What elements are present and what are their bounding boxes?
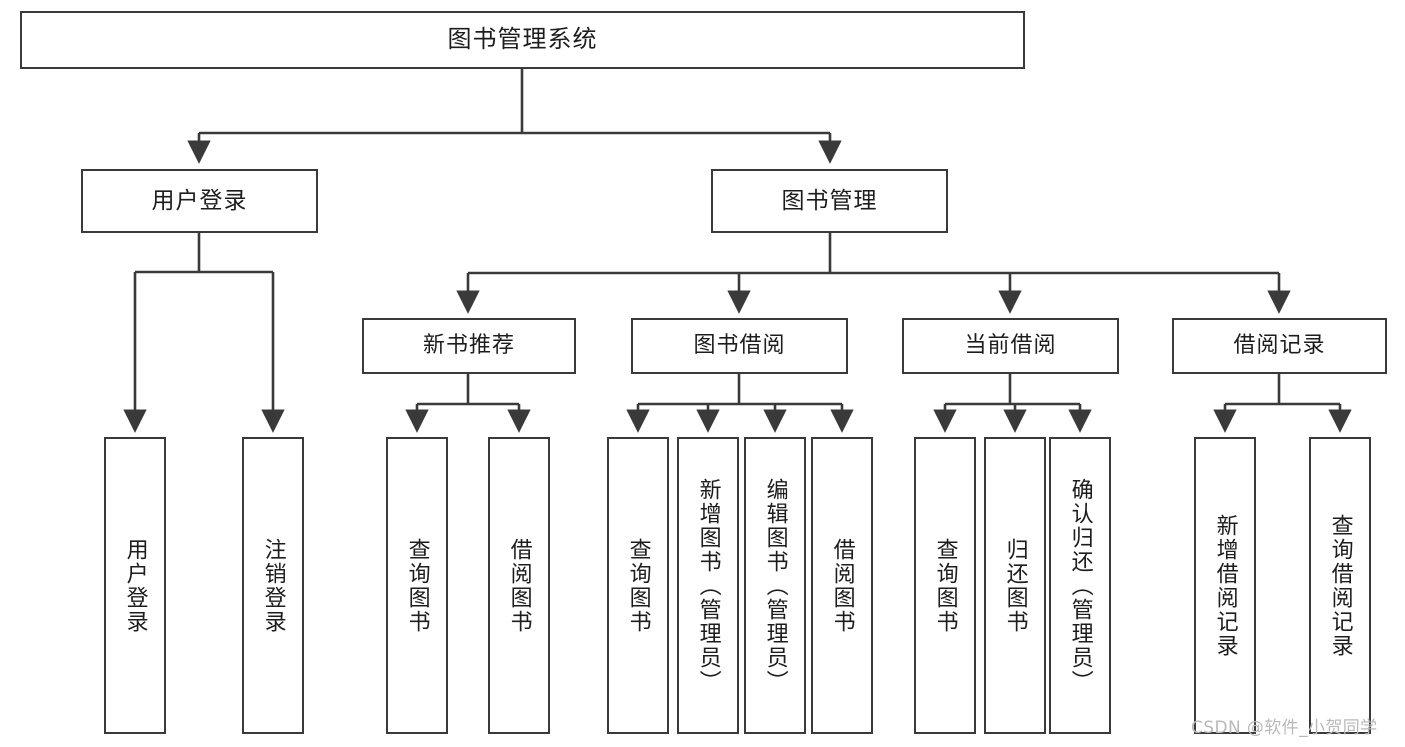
node-label: 图书管理 [781,187,878,214]
leaf-book-borrow-borrow-book[interactable]: 借阅图书 [811,437,873,734]
leaf-book-borrow-add-book-admin[interactable]: 新增图书（管理员） [677,437,739,734]
node-label: 新增借阅记录 [1212,513,1238,658]
node-label: 当前借阅 [964,333,1057,359]
leaf-book-borrow-query-book[interactable]: 查询图书 [607,437,669,734]
leaf-user-login-logout[interactable]: 注销登录 [242,437,304,734]
node-label: 用户登录 [122,537,148,634]
node-new-book-recommend[interactable]: 新书推荐 [362,318,576,374]
node-root-book-management-system[interactable]: 图书管理系统 [20,11,1025,69]
node-label: 查询图书 [404,537,430,634]
node-label: 归还图书 [1002,537,1028,634]
watermark-text: CSDN @软件_小贺同学 [1191,718,1378,738]
node-label: 用户登录 [151,187,248,214]
node-current-borrow[interactable]: 当前借阅 [902,318,1119,374]
leaf-new-book-query-book[interactable]: 查询图书 [386,437,448,734]
node-label: 新书推荐 [422,333,515,359]
node-label: 注销登录 [260,537,286,634]
leaf-current-borrow-query-book[interactable]: 查询图书 [914,437,976,734]
node-label: 借阅图书 [829,537,855,634]
leaf-current-borrow-confirm-return-admin[interactable]: 确认归还（管理员） [1049,437,1111,734]
leaf-current-borrow-return-book[interactable]: 归还图书 [984,437,1046,734]
node-label: 新增图书（管理员） [695,477,721,694]
leaf-book-borrow-edit-book-admin[interactable]: 编辑图书（管理员） [744,437,806,734]
node-user-login[interactable]: 用户登录 [81,169,318,233]
node-label: 借阅记录 [1233,333,1326,359]
node-label: 查询图书 [932,537,958,634]
leaf-new-book-borrow-book[interactable]: 借阅图书 [488,437,550,734]
node-label: 编辑图书（管理员） [762,477,788,694]
node-label: 查询图书 [625,537,651,634]
node-borrow-record[interactable]: 借阅记录 [1172,318,1387,374]
node-label: 图书管理系统 [447,25,598,54]
node-book-borrow[interactable]: 图书借阅 [631,318,848,374]
leaf-user-login-login[interactable]: 用户登录 [104,437,166,734]
leaf-borrow-record-query-record[interactable]: 查询借阅记录 [1309,437,1371,734]
leaf-borrow-record-add-record[interactable]: 新增借阅记录 [1194,437,1256,734]
node-book-management[interactable]: 图书管理 [711,169,948,233]
node-label: 查询借阅记录 [1327,513,1353,658]
node-label: 确认归还（管理员） [1067,477,1093,694]
node-label: 图书借阅 [693,333,786,359]
node-label: 借阅图书 [506,537,532,634]
